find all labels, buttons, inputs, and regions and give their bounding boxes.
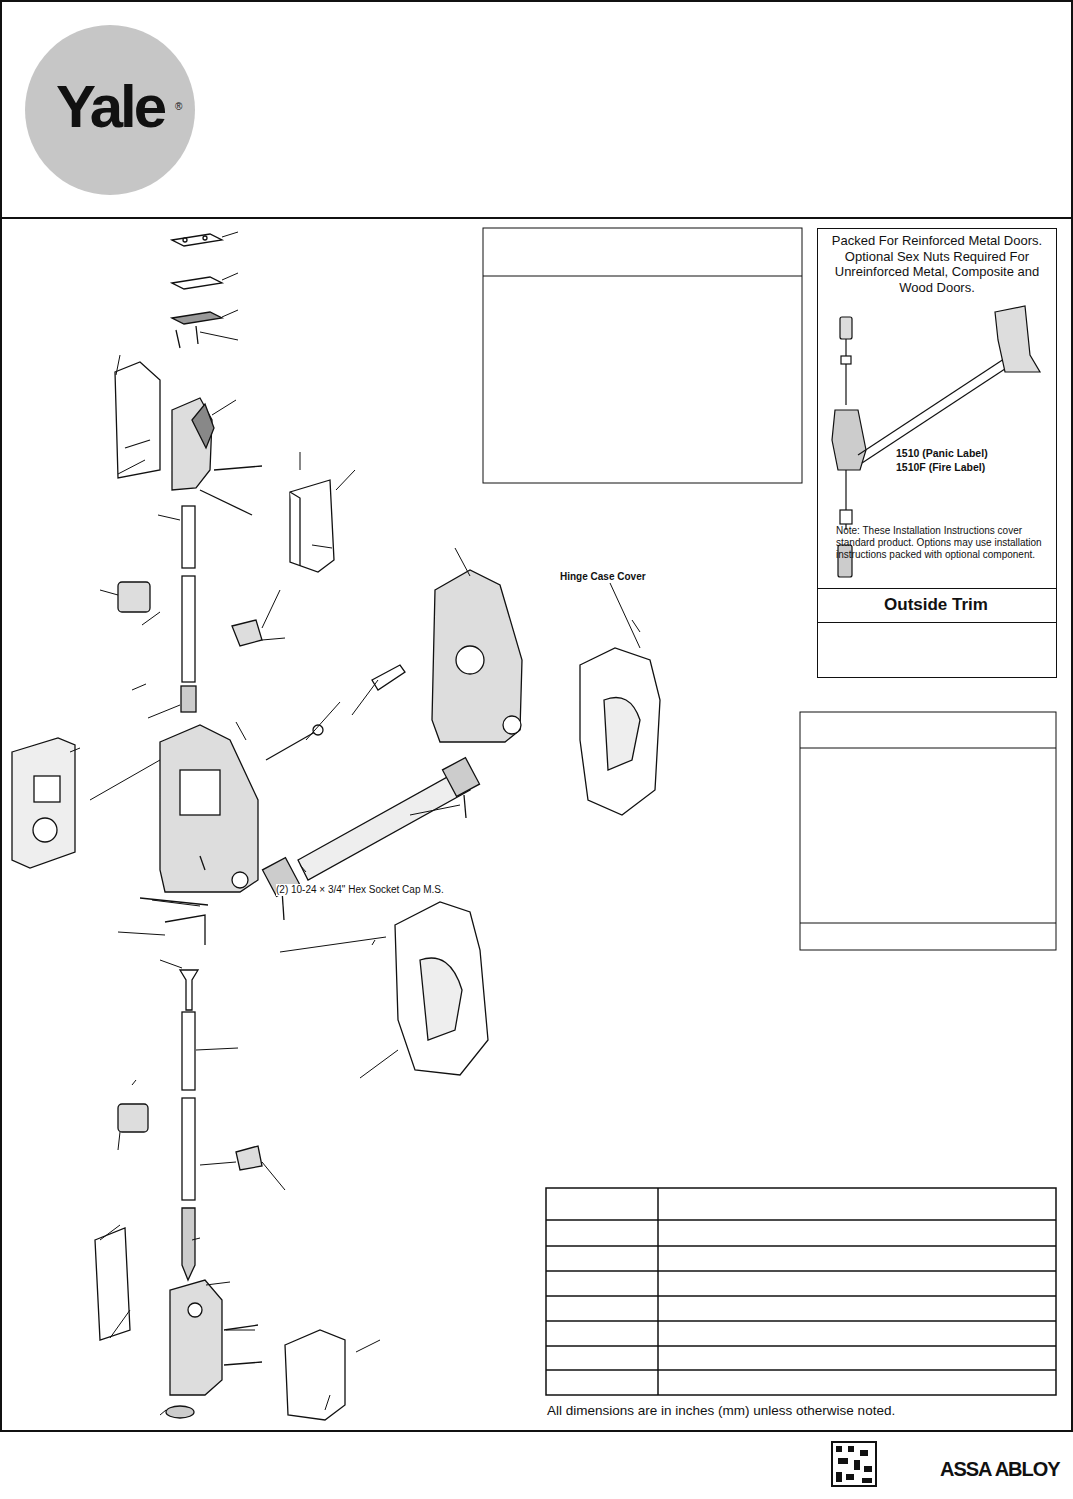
product-sketch [832,306,1040,577]
leader-lines [70,232,640,1415]
part-label: (2) 10-24 × 3/4" Hex Socket Cap M.S. [276,884,444,896]
section-band: Outside Trim [817,588,1057,623]
company-logo: ASSA ABLOY [940,1457,1060,1481]
part-label: Hinge Case Cover [560,571,646,583]
model-label: 1510F (Fire Label) [896,461,985,474]
section-heading: Outside Trim [817,595,1055,615]
spec-table [546,1188,1056,1395]
brand-name: Yale [35,77,185,137]
logo-circle: Yale® [25,25,195,195]
registered-mark: ® [175,101,182,113]
leader-line [610,583,640,648]
packing-note: Packed For Reinforced Metal Doors. Optio… [826,233,1048,295]
empty-boxes [483,228,1056,950]
page-frame [1,1,1072,1431]
exit-device-parts [12,234,660,1420]
header-rule [1,217,1072,219]
dimension-note: All dimensions are in inches (mm) unless… [547,1403,895,1419]
model-label: 1510 (Panic Label) [896,447,988,460]
packing-panel: Packed For Reinforced Metal Doors. Optio… [817,228,1057,678]
datamatrix-code [832,1442,876,1486]
instruction-note: Note: These Installation Instructions co… [836,525,1044,561]
